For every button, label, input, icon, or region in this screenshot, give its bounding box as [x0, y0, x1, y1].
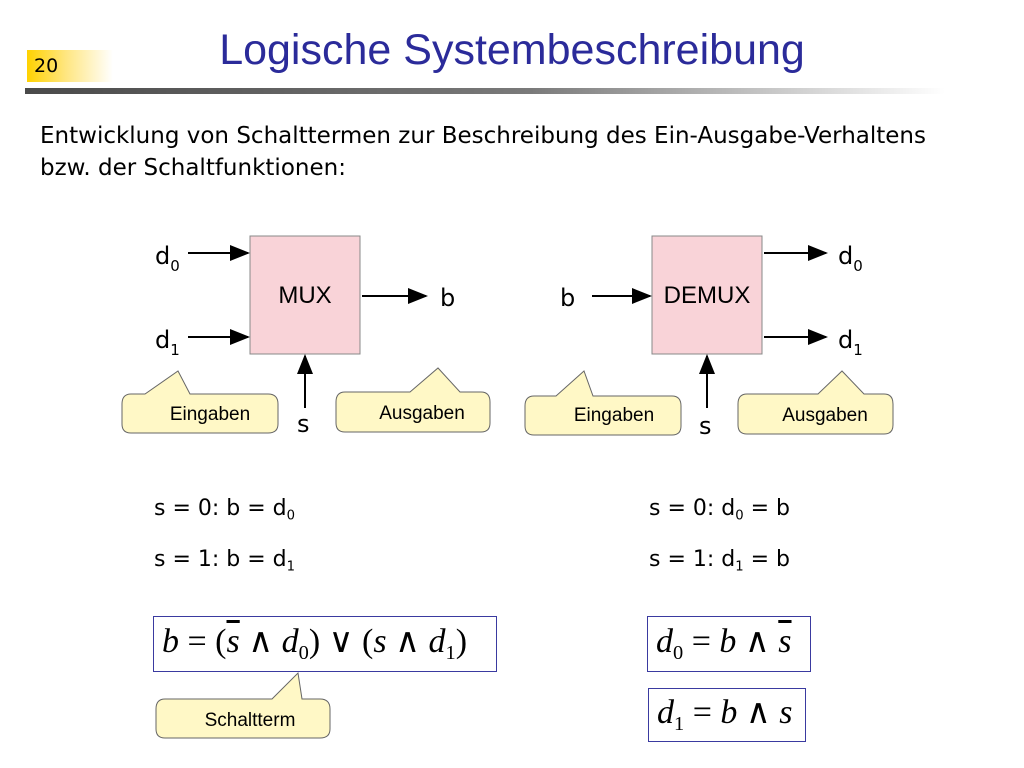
intro-text: Entwicklung von Schalttermen zur Beschre… — [40, 123, 926, 181]
mux-input-d1-label: d1 — [155, 326, 180, 359]
page-number: 20 — [34, 55, 59, 77]
mux-equation-s0: s = 0: b = d0 — [154, 496, 296, 524]
demux-equation-s0: s = 0: d0 = b — [649, 496, 791, 524]
mux-select-label: s — [297, 410, 310, 438]
mux-equation-s1: s = 1: b = d1 — [154, 547, 296, 575]
mux-inputs-callout-text: Eingaben — [170, 404, 250, 425]
mux-label: MUX — [278, 282, 331, 309]
schaltterm-callout-text: Schaltterm — [205, 710, 296, 731]
demux-equation-s1: s = 1: d1 = b — [649, 547, 791, 575]
demux-outputs-callout-text: Ausgaben — [782, 405, 868, 426]
demux-inputs-callout — [524, 370, 682, 436]
schaltterm-callout — [155, 671, 331, 739]
demux-formula-d0: d0 = b ∧ s — [647, 616, 811, 672]
title-divider — [25, 88, 945, 94]
demux-select-label: s — [699, 412, 712, 440]
mux-output-label: b — [440, 284, 455, 312]
slide-title: Logische Systembeschreibung — [219, 26, 805, 74]
mux-inputs-callout — [121, 370, 279, 434]
mux-outputs-callout-text: Ausgaben — [379, 403, 465, 424]
demux-formula-d1: d1 = b ∧ s — [648, 688, 806, 742]
mux-outputs-callout — [335, 367, 491, 433]
demux-output-d0-label: d0 — [838, 242, 863, 275]
demux-label: DEMUX — [664, 282, 751, 309]
mux-box — [249, 235, 361, 355]
demux-output-d1-label: d1 — [838, 326, 863, 359]
page-number-badge — [27, 50, 113, 82]
mux-formula: b = (s ∧ d0) ∨ (s ∧ d1) — [153, 616, 497, 672]
demux-inputs-callout-text: Eingaben — [574, 405, 654, 426]
demux-outputs-callout — [737, 370, 894, 435]
demux-input-label: b — [560, 284, 575, 312]
mux-input-d0-label: d0 — [155, 242, 180, 275]
